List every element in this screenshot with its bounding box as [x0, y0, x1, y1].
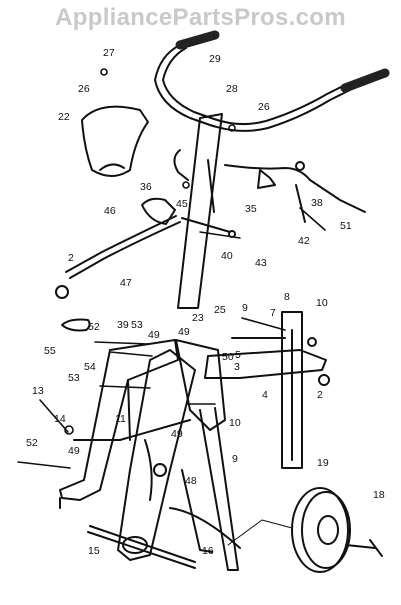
- hitch-bracket: [204, 311, 330, 469]
- callout-19: 19: [317, 457, 329, 469]
- callout-22: 22: [58, 111, 70, 123]
- callout-23: 23: [192, 312, 204, 324]
- callout-50: 50: [222, 351, 234, 363]
- callout-49: 49: [68, 445, 80, 457]
- main-frame: [59, 339, 191, 509]
- hitch-clip: [61, 318, 91, 332]
- callout-29: 29: [209, 53, 221, 65]
- handle-tube: [177, 113, 223, 309]
- callout-38: 38: [311, 197, 323, 209]
- bolts: [17, 68, 326, 469]
- handlebar: [154, 30, 390, 132]
- callout-8: 8: [284, 291, 290, 303]
- callout-26: 26: [78, 83, 90, 95]
- callout-9: 9: [242, 302, 248, 314]
- callout-53: 53: [131, 319, 143, 331]
- callout-10: 10: [316, 297, 328, 309]
- callout-27: 27: [103, 47, 115, 59]
- callout-16: 16: [202, 545, 214, 557]
- callout-48: 48: [185, 475, 197, 487]
- callout-52: 52: [26, 437, 38, 449]
- link-rod: [55, 215, 181, 299]
- callout-7: 7: [270, 307, 276, 319]
- callout-15: 15: [88, 545, 100, 557]
- callout-52: 52: [88, 321, 100, 333]
- callout-26: 26: [258, 101, 270, 113]
- callout-2: 2: [317, 389, 323, 401]
- callout-49: 49: [171, 428, 183, 440]
- control-cable: [173, 149, 366, 223]
- callout-46: 46: [104, 205, 116, 217]
- callout-10: 10: [229, 417, 241, 429]
- callout-55: 55: [44, 345, 56, 357]
- callout-28: 28: [226, 83, 238, 95]
- callout-45: 45: [176, 198, 188, 210]
- callout-5: 5: [235, 349, 241, 361]
- callout-3: 3: [234, 361, 240, 373]
- callout-49: 49: [148, 329, 160, 341]
- handle-shroud: [81, 105, 149, 177]
- callout-18: 18: [373, 489, 385, 501]
- callout-36: 36: [140, 181, 152, 193]
- callout-54: 54: [84, 361, 96, 373]
- callout-39: 39: [117, 319, 129, 331]
- callout-4: 4: [262, 389, 268, 401]
- rear-frame: [169, 339, 241, 571]
- callout-9: 9: [232, 453, 238, 465]
- callout-11: 11: [115, 413, 126, 425]
- callout-51: 51: [340, 220, 352, 232]
- callout-53: 53: [68, 372, 80, 384]
- callout-25: 25: [214, 304, 226, 316]
- leader-line: [227, 519, 293, 546]
- front-axle: [87, 525, 196, 569]
- callout-2: 2: [68, 252, 74, 264]
- callout-13: 13: [32, 385, 44, 397]
- transport-wheel: [291, 487, 383, 573]
- callout-49: 49: [178, 326, 190, 338]
- callout-43: 43: [255, 257, 267, 269]
- callout-40: 40: [221, 250, 233, 262]
- callout-47: 47: [120, 277, 132, 289]
- watermark: AppliancePartsPros.com: [55, 4, 346, 31]
- callout-35: 35: [245, 203, 257, 215]
- callout-42: 42: [298, 235, 310, 247]
- callout-14: 14: [54, 413, 66, 425]
